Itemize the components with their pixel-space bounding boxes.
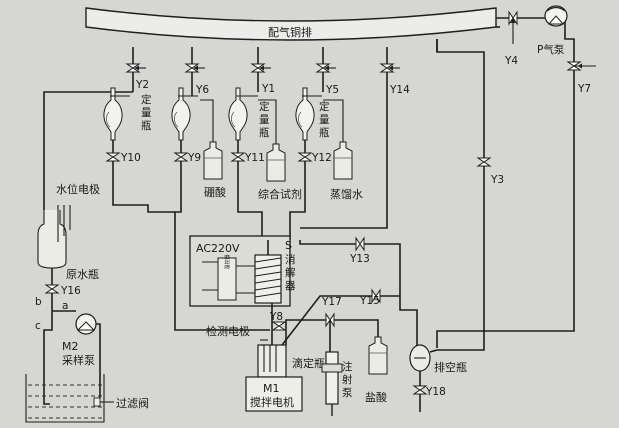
sampling-pump: [75, 313, 97, 335]
svg-text:量: 量: [141, 107, 152, 119]
valve-Y13[interactable]: [355, 237, 365, 251]
label-Y6: Y6: [195, 84, 209, 96]
composite-reagent-label: 综合试剂: [258, 187, 302, 201]
syringe-pump: [321, 351, 343, 416]
power-voltage-label: AC220V: [196, 242, 240, 255]
vent-bottle-label: 排空瓶: [434, 360, 467, 374]
hydrochloric-acid-label: 盐酸: [365, 390, 387, 404]
dosing-bottle-1: [103, 87, 175, 213]
digester: [254, 254, 282, 304]
dosing-bottle-4: [289, 87, 315, 240]
label-Y8: Y8: [269, 311, 283, 323]
dosing-bottle-label-3: 定 量 瓶: [319, 100, 330, 139]
label-Y9: Y9: [187, 152, 201, 164]
label-Y3: Y3: [490, 174, 504, 186]
label-Y7: Y7: [577, 83, 591, 95]
titration-vessel: [257, 344, 287, 378]
sampling-pump-label: 采样泵: [62, 353, 95, 367]
dosing-bottle-label-2: 定 量 瓶: [259, 100, 270, 139]
label-Y2: Y2: [135, 79, 149, 91]
svg-text:瓶: 瓶: [319, 126, 330, 139]
label-Y14: Y14: [389, 84, 410, 96]
stirring-motor: [245, 376, 303, 412]
digester-id: S: [285, 239, 292, 252]
composite-reagent-bottle: [266, 143, 286, 182]
svg-text:量: 量: [319, 114, 330, 126]
air-pump: [544, 5, 568, 27]
svg-text:量: 量: [259, 114, 270, 126]
boric-acid-bottle: [203, 141, 223, 180]
hydrochloric-acid-bottle: [368, 336, 388, 375]
port-b-label: b: [35, 296, 42, 308]
air-pump-label: P气泵: [537, 43, 565, 56]
label-Y17: Y17: [321, 296, 342, 308]
outer-pipes: [436, 17, 575, 351]
label-Y18: Y18: [425, 386, 446, 398]
valve-Y11[interactable]: [231, 152, 245, 162]
label-Y12: Y12: [311, 152, 332, 164]
valve-Y3[interactable]: [477, 157, 491, 167]
valve-Y16[interactable]: [45, 284, 59, 294]
valve-Y18[interactable]: [413, 385, 427, 395]
raw-water-bottle: [37, 205, 71, 269]
svg-text:定: 定: [141, 93, 152, 106]
filter-valve: [93, 397, 101, 407]
syringe-pump-label-1: 注: [342, 360, 353, 373]
distilled-water-label: 蒸馏水: [330, 187, 363, 201]
label-Y13: Y13: [349, 253, 370, 265]
syringe-pump-label-2: 射: [342, 373, 353, 386]
svg-text:定: 定: [319, 100, 330, 113]
digester-label-1: 消: [285, 253, 296, 266]
manifold-label: 配气铜排: [268, 25, 312, 39]
label-Y4: Y4: [504, 55, 518, 67]
temperature-controller-label: 温控器: [224, 254, 231, 269]
label-Y5: Y5: [325, 84, 339, 96]
dosing-bottle-2: [171, 87, 270, 331]
port-c-label: c: [35, 320, 41, 332]
valve-Y12[interactable]: [298, 152, 312, 162]
raw-water-bottle-label: 原水瓶: [66, 267, 99, 281]
valve-Y8[interactable]: [272, 321, 286, 331]
digester-label-2: 解: [285, 266, 296, 279]
digester-label-3: 器: [285, 280, 296, 292]
svg-text:瓶: 瓶: [259, 126, 270, 139]
vent-bottle: [409, 344, 431, 372]
syringe-pump-label-3: 泵: [342, 387, 353, 399]
label-Y1: Y1: [261, 83, 275, 95]
stirring-motor-label: 搅拌电机: [250, 395, 294, 409]
port-a-label: a: [62, 300, 68, 312]
sampling-pump-id: M2: [62, 340, 79, 353]
water-tank: [25, 374, 105, 423]
dosing-bottle-3: [228, 87, 263, 240]
distilled-water-bottle: [333, 141, 353, 180]
label-Y15: Y15: [359, 295, 380, 307]
level-electrode-label: 水位电极: [56, 182, 100, 196]
temperature-controller: [217, 257, 237, 301]
dosing-bottle-label-1: 定 量 瓶: [141, 93, 152, 132]
svg-text:定: 定: [259, 100, 270, 113]
filter-valve-label: 过滤阀: [116, 396, 149, 410]
valve-Y10[interactable]: [106, 152, 120, 162]
label-Y10: Y10: [120, 152, 141, 164]
detection-electrode-label: 检测电极: [206, 324, 250, 338]
titration-bottle-label: 滴定瓶: [292, 356, 325, 370]
boric-acid-label: 硼酸: [204, 185, 226, 199]
svg-text:瓶: 瓶: [141, 119, 152, 132]
valve-Y9[interactable]: [174, 152, 188, 162]
stirring-motor-id: M1: [263, 382, 280, 395]
label-Y11: Y11: [244, 152, 265, 164]
label-Y16: Y16: [60, 285, 81, 297]
